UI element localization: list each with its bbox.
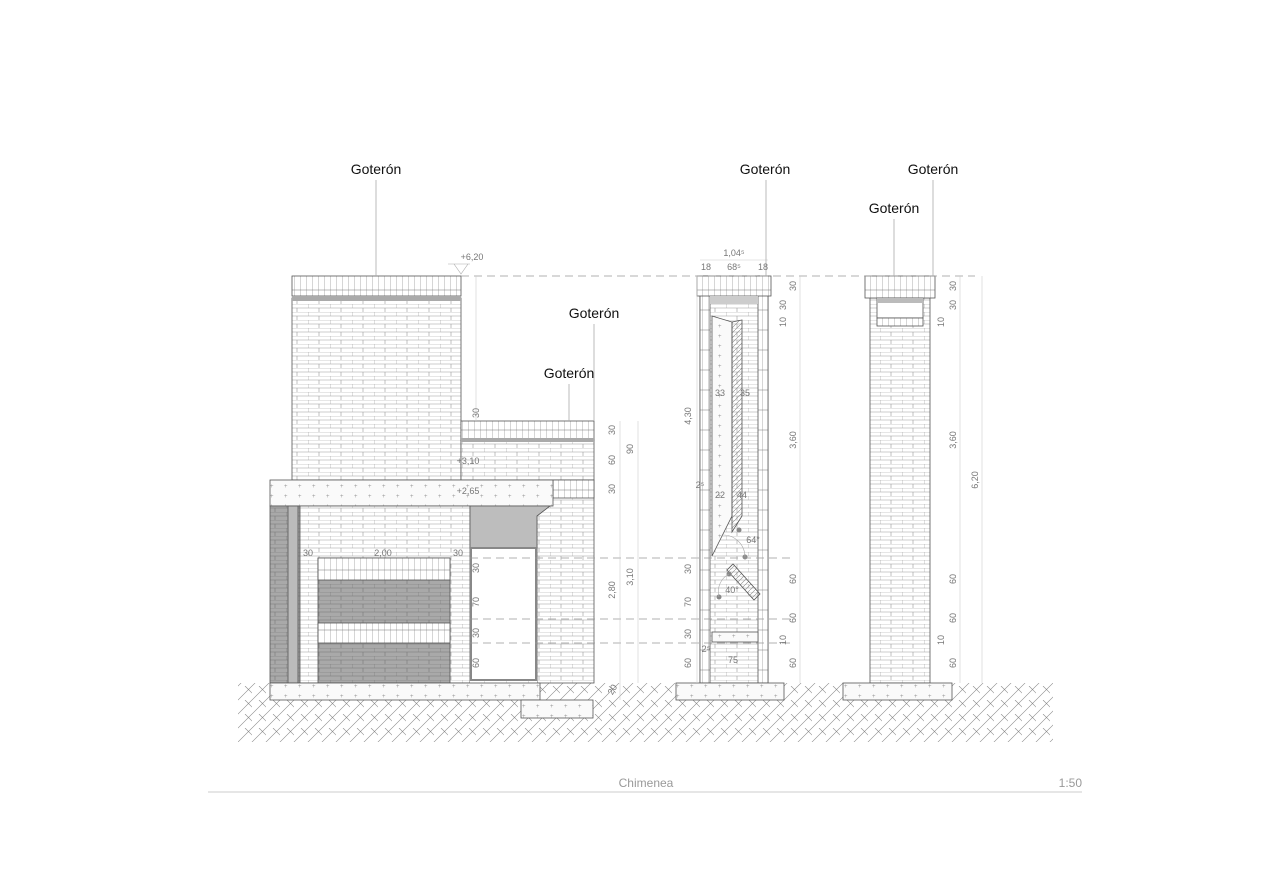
hearth — [711, 631, 759, 643]
dim-label: 60 — [607, 455, 617, 465]
dim-label: 64° — [746, 535, 760, 545]
dim-label: 2,80 — [607, 581, 617, 599]
section-cap-void — [710, 296, 758, 304]
right-wall — [536, 479, 595, 684]
dim-label: 30 — [471, 408, 481, 418]
mid-wall-cap — [460, 420, 595, 441]
callout-label: Goterón — [544, 365, 595, 381]
callout-label: Goterón — [869, 200, 920, 216]
dim-label: 18 — [758, 262, 768, 272]
dim-label: 90 — [625, 444, 635, 454]
dim-label: 75 — [728, 655, 738, 665]
dim-label: 60 — [948, 613, 958, 623]
side-cap — [864, 275, 936, 299]
dim-label: 60 — [683, 658, 693, 668]
dim-label: 10 — [936, 635, 946, 645]
dim-label: 2,00 — [374, 548, 392, 558]
section-dimensions: 1,04⁵ 18 68⁵ 18 30 30 10 3,60 60 60 10 6… — [683, 248, 798, 668]
small-cap — [552, 479, 595, 499]
dim-label: 30 — [948, 300, 958, 310]
side-dimensions: 30 30 10 3,60 60 60 10 60 6,20 — [936, 281, 980, 668]
dim-label: 44 — [737, 490, 747, 500]
soldier-course-lower — [317, 622, 451, 644]
dim-label: 60 — [788, 613, 798, 623]
dim-label: 30 — [303, 548, 313, 558]
level-label: +2,65 — [457, 486, 480, 496]
dim-label: 30 — [683, 629, 693, 639]
section-wall-right — [757, 275, 769, 684]
dim-label: 60 — [788, 574, 798, 584]
side-elevation — [842, 275, 953, 701]
dim-label: 70 — [683, 597, 693, 607]
soldier-course-upper — [317, 557, 451, 581]
side-foundation — [842, 682, 953, 701]
dim-label: 40° — [725, 585, 739, 595]
chimney-section — [675, 275, 785, 701]
tall-wall-cap — [291, 275, 462, 297]
dim-label: 20 — [606, 683, 620, 697]
drawing-title: Chimenea — [619, 776, 674, 790]
dim-label: 6,20 — [970, 471, 980, 489]
dim-label: 2⁵ — [702, 644, 711, 654]
dim-label: 30 — [471, 563, 481, 573]
slab — [269, 479, 554, 507]
dim-label: 18 — [701, 262, 711, 272]
flue — [711, 315, 733, 557]
firebox-opening — [470, 547, 537, 681]
level-label: +6,20 — [461, 252, 484, 262]
dim-label: 30 — [607, 484, 617, 494]
hood — [469, 505, 552, 549]
dim-label: 60 — [788, 658, 798, 668]
dim-label: 30 — [948, 281, 958, 291]
drawing-scale: 1:50 — [1059, 776, 1083, 790]
dim-label: 30 — [453, 548, 463, 558]
flue-liner — [731, 319, 743, 534]
section-cap — [696, 275, 772, 297]
callouts: Goterón Goterón Goterón Goterón Goterón … — [351, 161, 959, 421]
dim-label: 2⁵ — [696, 480, 705, 490]
dim-label: 30 — [471, 628, 481, 638]
dim-label: 3,10 — [625, 568, 635, 586]
dim-label: 60 — [948, 574, 958, 584]
mid-wall — [460, 439, 595, 481]
dim-label: 30 — [607, 425, 617, 435]
dim-label: 70 — [471, 597, 481, 607]
callout-label: Goterón — [908, 161, 959, 177]
level-label: +3,10 — [457, 456, 480, 466]
callout-label: Goterón — [740, 161, 791, 177]
reference-lines — [461, 259, 983, 700]
dim-label: 30 — [778, 300, 788, 310]
pillar — [287, 505, 299, 684]
dim-label: 1,04⁵ — [723, 248, 745, 258]
dim-label: 10 — [778, 317, 788, 327]
dim-label: 30 — [683, 564, 693, 574]
damper-plate — [726, 563, 761, 601]
foundation-step — [520, 699, 594, 719]
front-elevation — [269, 275, 595, 719]
foundation — [269, 682, 541, 701]
tall-wall — [291, 297, 462, 481]
dim-label: 35 — [740, 388, 750, 398]
dim-label: 3,60 — [788, 431, 798, 449]
dim-label: 10 — [778, 635, 788, 645]
callout-label: Goterón — [351, 161, 402, 177]
callout-label: Goterón — [569, 305, 620, 321]
cap-drip-strip — [461, 438, 594, 442]
dim-label: 4,30 — [683, 407, 693, 425]
dim-label: 22 — [715, 490, 725, 500]
dim-label: 33 — [715, 388, 725, 398]
dim-label: 68⁵ — [727, 262, 741, 272]
dim-label: 10 — [936, 317, 946, 327]
dim-label: 3,60 — [948, 431, 958, 449]
front-dimensions: 30 30 60 30 90 2,80 3,10 20 30 2,00 30 3… — [303, 408, 635, 696]
section-foundation — [675, 682, 785, 701]
cap-drip-strip — [292, 296, 461, 301]
dim-label: 60 — [948, 658, 958, 668]
side-pillar — [869, 297, 931, 684]
dim-label: 60 — [471, 658, 481, 668]
dim-label: 30 — [788, 281, 798, 291]
level-marks: +6,20 +3,10 +2,65 — [448, 252, 483, 496]
